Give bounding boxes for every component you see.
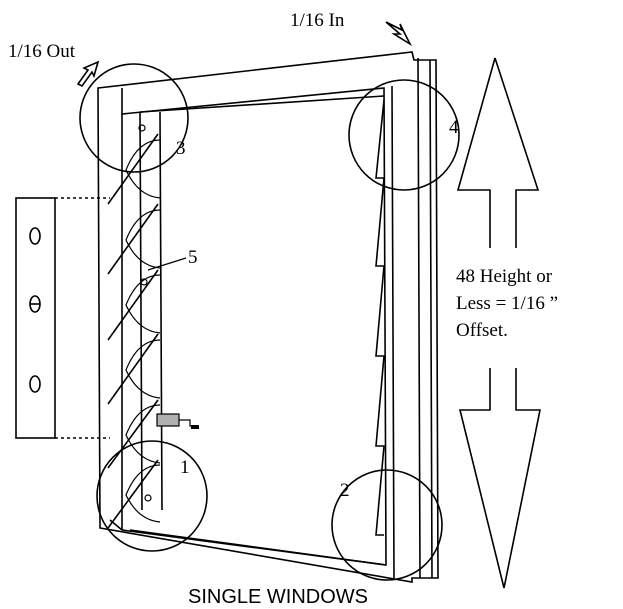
callout-4-label: 4 [449, 117, 459, 138]
callout-2-label: 2 [340, 480, 350, 501]
height-arrow-icon [456, 57, 541, 589]
callout-circle-2 [331, 469, 443, 581]
label-in: 1/16 In [290, 10, 345, 31]
label-out: 1/16 Out [8, 41, 76, 62]
height-note-line3: Offset. [456, 320, 508, 341]
callout-3-label: 3 [176, 138, 186, 159]
side-detail-panel [15, 197, 110, 439]
callout-circle-1 [96, 440, 208, 552]
right-zigzag-edge [375, 99, 385, 536]
callout-circle-4 [348, 79, 460, 191]
callout-5-leader [147, 257, 187, 271]
latch-icon [156, 413, 199, 429]
left-hinge-leaves [107, 124, 161, 529]
callout-circles [79, 63, 460, 581]
callout-circle-3 [79, 63, 189, 173]
height-note-line2: Less = 1/16 ” [456, 293, 558, 314]
callout-5-label: 5 [188, 247, 198, 268]
diagram-caption: SINGLE WINDOWS [188, 586, 368, 608]
callout-1-label: 1 [180, 457, 190, 478]
window-frame [97, 51, 439, 583]
height-note-line1: 48 Height or [456, 266, 553, 287]
arrow-in-icon [385, 21, 412, 47]
arrow-out-icon [76, 60, 100, 88]
